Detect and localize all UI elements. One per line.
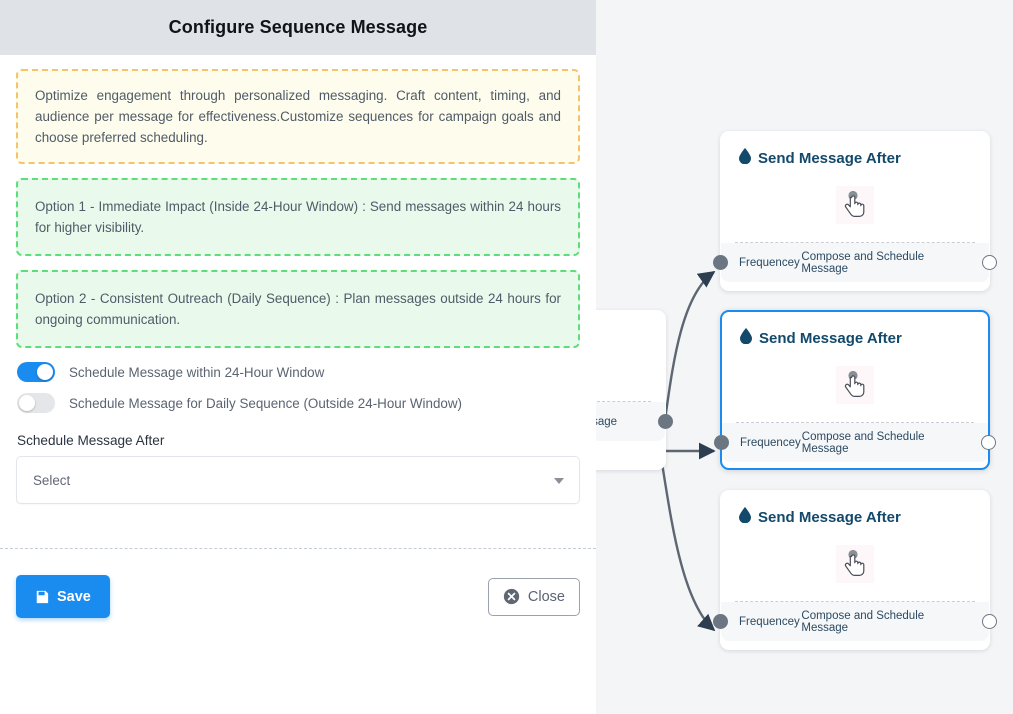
flow-canvas[interactable]: ce Message Send Message After	[596, 0, 1013, 714]
save-button-label: Save	[57, 588, 91, 605]
node-body	[722, 348, 988, 422]
node-title: Send Message After	[759, 329, 902, 347]
toggle-schedule-daily-sequence[interactable]	[17, 393, 55, 413]
close-button[interactable]: Close	[487, 577, 580, 616]
flow-node-send-message-after-2[interactable]: Send Message After Frequencey Compose an…	[714, 310, 996, 470]
node-title-row: Send Message After	[721, 491, 989, 527]
toggle-knob	[19, 395, 35, 411]
close-circle-icon	[503, 588, 520, 605]
toggle-label-within-24h: Schedule Message within 24-Hour Window	[69, 364, 325, 380]
toggle-knob	[37, 364, 53, 380]
water-drop-icon	[740, 328, 752, 348]
node-footer-frequency-label: Frequencey	[739, 615, 800, 628]
flow-node-partial-upstream[interactable]: ce Message	[596, 310, 673, 470]
flow-node-send-message-after-3[interactable]: Send Message After Frequencey Compose an…	[713, 490, 997, 650]
hand-pointer-icon	[836, 366, 874, 404]
node-divider	[736, 422, 974, 423]
schedule-message-after-label: Schedule Message After	[17, 433, 165, 448]
node-output-handle[interactable]	[981, 435, 996, 450]
node-divider	[735, 242, 975, 243]
info-note-option-2: Option 2 - Consistent Outreach (Daily Se…	[16, 270, 580, 348]
close-button-label: Close	[527, 588, 565, 605]
node-title: Send Message After	[758, 149, 901, 167]
node-divider	[596, 401, 651, 402]
node-footer: Frequencey Compose and Schedule Message	[713, 243, 997, 282]
footer-divider	[0, 548, 596, 549]
toggle-label-daily-sequence: Schedule Message for Daily Sequence (Out…	[69, 395, 462, 411]
node-footer: Frequencey Compose and Schedule Message	[713, 602, 997, 641]
hand-pointer-icon	[836, 186, 874, 224]
node-body	[596, 327, 665, 401]
panel-footer: Save Close	[0, 549, 596, 644]
node-output-handle[interactable]	[982, 255, 997, 270]
node-footer: ce Message	[596, 402, 673, 441]
info-note-optimize: Optimize engagement through personalized…	[16, 69, 580, 164]
toggle-row-within-24h: Schedule Message within 24-Hour Window	[16, 362, 580, 382]
node-output-handle[interactable]	[982, 614, 997, 629]
node-footer-compose-label: Compose and Schedule Message	[801, 430, 925, 455]
node-footer-partial-label: ce Message	[596, 415, 618, 428]
node-output-handle[interactable]	[658, 414, 673, 429]
node-input-handle[interactable]	[714, 435, 729, 450]
node-footer-frequency-label: Frequencey	[739, 256, 800, 269]
node-divider	[735, 601, 975, 602]
node-footer-compose-label: Compose and Schedule Message	[801, 609, 925, 634]
save-floppy-icon	[35, 590, 49, 604]
node-input-handle[interactable]	[713, 255, 728, 270]
save-button[interactable]: Save	[16, 575, 110, 618]
node-input-handle[interactable]	[713, 614, 728, 629]
node-footer-frequency-label: Frequencey	[740, 436, 801, 449]
hand-pointer-icon	[836, 545, 874, 583]
water-drop-icon	[739, 507, 751, 527]
schedule-message-after-select[interactable]: Select	[16, 456, 580, 504]
node-footer: Frequencey Compose and Schedule Message	[714, 423, 996, 462]
node-title-row: Send Message After	[722, 312, 988, 348]
configure-sequence-panel: Configure Sequence Message Optimize enga…	[0, 0, 596, 644]
page-title: Configure Sequence Message	[168, 17, 428, 37]
node-title-row	[596, 311, 665, 327]
node-body	[721, 168, 989, 242]
water-drop-icon	[739, 148, 751, 168]
toggle-schedule-within-24h[interactable]	[17, 362, 55, 382]
node-title-row: Send Message After	[721, 132, 989, 168]
flow-node-send-message-after-1[interactable]: Send Message After Frequencey Compose an…	[713, 131, 997, 291]
panel-body: Optimize engagement through personalized…	[0, 55, 596, 504]
panel-header: Configure Sequence Message	[0, 0, 596, 55]
chevron-down-icon	[554, 478, 564, 484]
info-note-option-1: Option 1 - Immediate Impact (Inside 24-H…	[16, 178, 580, 256]
toggle-row-daily-sequence: Schedule Message for Daily Sequence (Out…	[16, 393, 580, 413]
node-footer-compose-label: Compose and Schedule Message	[801, 250, 925, 275]
node-body	[721, 527, 989, 601]
select-value: Select	[33, 472, 71, 488]
node-title: Send Message After	[758, 508, 901, 526]
